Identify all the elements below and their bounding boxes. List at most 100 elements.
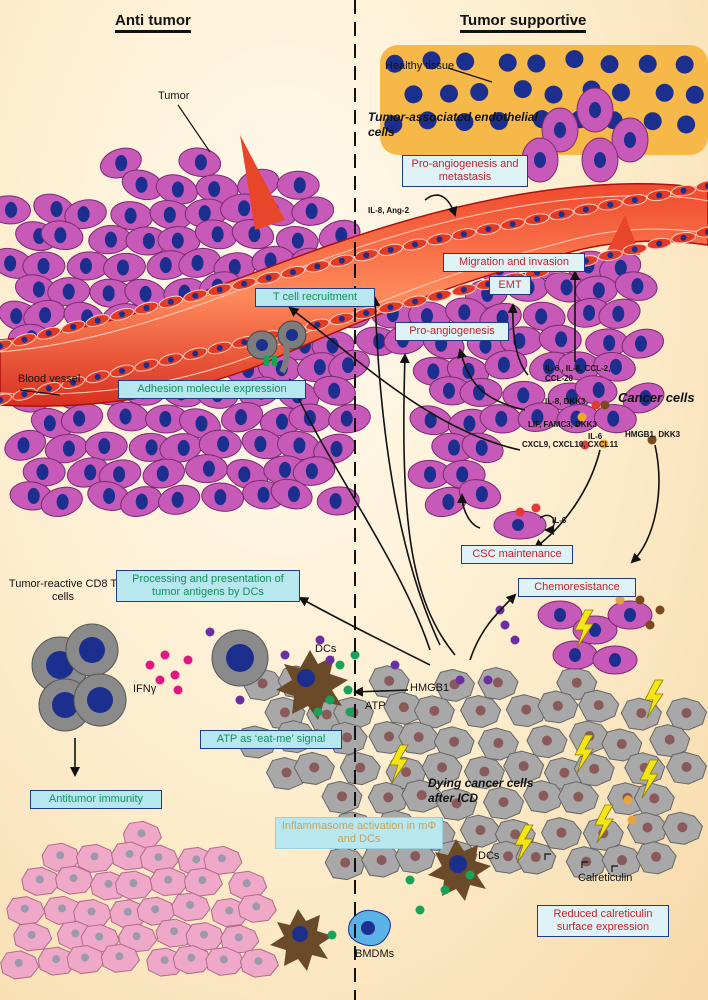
cytokine-dot: [205, 627, 215, 637]
tumor-cell: [574, 375, 618, 405]
endothelial-cell: [0, 393, 13, 407]
tumor-cell: [178, 247, 221, 278]
endothelial-cell: [427, 233, 452, 246]
tumor-cell: [275, 225, 319, 256]
tumor-cell: [409, 405, 453, 436]
healthy-cell-nucleus: [527, 54, 546, 73]
cytokine-dot: [655, 605, 665, 615]
endothelial-cell: [207, 283, 232, 296]
cytokine-dot: [390, 660, 400, 670]
tumor-cell: [592, 645, 638, 675]
tumor-cell: [567, 297, 610, 328]
endothelial-cell: [353, 249, 379, 262]
endothelial-cell: [61, 376, 86, 390]
tumor-cell: [184, 454, 228, 484]
tumor-cell: [313, 375, 356, 406]
tumor-cell: [576, 87, 614, 133]
endothelial-cell: [451, 283, 477, 296]
endothelial-cell: [549, 208, 574, 221]
cytokine-dot: [647, 435, 657, 445]
dying-cell: [477, 667, 519, 701]
endothelial-cell: [158, 353, 184, 366]
box-reduced-calreticulin: Reduced calreticulin surface expression: [537, 905, 669, 937]
endothelial-cell: [622, 194, 648, 206]
cytokine-dot: [235, 695, 245, 705]
endothelial-cell: [183, 289, 208, 303]
tumor-cell: [198, 429, 242, 459]
endothelial-cell: [12, 333, 37, 347]
cytokine-dot: [645, 620, 655, 630]
lightning-bolt: [389, 744, 409, 784]
tumor-cell: [270, 478, 313, 510]
antitumor-cell: [13, 922, 53, 952]
endothelial-cell: [183, 347, 208, 360]
cytokine-dot: [440, 885, 450, 895]
label-healthy-tissue: Healthy tissue: [385, 60, 455, 72]
tumor-cell: [316, 486, 360, 516]
cytokine-dots: [145, 400, 665, 940]
tumor-cell: [125, 226, 169, 256]
endothelial-cell: [329, 254, 355, 267]
dying-cell: [477, 727, 519, 761]
endothelial-cell: [402, 238, 428, 251]
antitumor-cell: [21, 866, 61, 896]
bmdm: [348, 909, 391, 947]
tumor-cell: [521, 137, 559, 183]
tumor-cell: [313, 433, 356, 465]
dying-cell: [482, 786, 525, 820]
dying-cell: [421, 751, 463, 785]
label-blood-vessel: Blood vessel: [18, 373, 81, 385]
dying-cell: [368, 720, 410, 755]
endothelial-cell: [402, 295, 428, 308]
tumor-cell: [458, 479, 502, 510]
antitumor-cell: [149, 867, 189, 897]
antitumor-cell: [114, 870, 154, 900]
cytokine-dot: [173, 685, 183, 695]
tumor-cell: [221, 401, 264, 433]
cytokine-dot: [615, 595, 625, 605]
tumor-cell: [195, 174, 239, 204]
endothelial-cell: [427, 289, 452, 302]
cytokine-dot: [325, 655, 335, 665]
dying-cell: [557, 781, 599, 815]
antitumor-tumor-cells: [0, 820, 280, 980]
cytokine-dot: [343, 685, 353, 695]
tumor-cell: [479, 404, 523, 434]
dying-cell: [578, 689, 620, 723]
tumor-cell: [276, 170, 320, 200]
mediator-cxcl: CXCL9, CXCL10, CXCL11: [522, 440, 619, 449]
tumor-cell: [502, 380, 546, 410]
tumor-cell: [88, 224, 132, 255]
antitumor-cell: [171, 892, 211, 922]
healthy-cell-nucleus: [565, 50, 584, 69]
endothelial-cell: [671, 184, 696, 197]
cytokine-dot: [627, 815, 637, 825]
cytokine-dot: [335, 660, 345, 670]
healthy-cell-nucleus: [456, 52, 475, 71]
antitumor-cell: [228, 870, 268, 900]
label-dcs-bottom: DCs: [478, 850, 500, 862]
cytokine-dot: [591, 400, 601, 410]
antitumor-cell: [183, 867, 223, 897]
dying-cell: [463, 756, 505, 790]
tumor-cell: [103, 252, 146, 283]
healthy-cell-nucleus: [675, 55, 694, 74]
endothelial-cell: [671, 232, 696, 244]
antitumor-cell: [239, 948, 280, 978]
tumor-cell: [110, 201, 154, 231]
tumor-cell: [40, 220, 84, 251]
tumor-cell: [484, 350, 528, 380]
cytokine-dot: [170, 670, 180, 680]
label-cd8: Tumor-reactive CD8 T cells: [8, 578, 118, 603]
dying-cell: [361, 844, 403, 878]
lightning-bolt: [644, 679, 664, 719]
header-tumor-supportive: Tumor supportive: [460, 12, 587, 33]
endothelial-cell: [36, 326, 61, 340]
cytokine-dot: [531, 503, 541, 513]
cytokine-dot: [183, 655, 193, 665]
tumor-cell: [142, 458, 186, 489]
antitumor-cell: [6, 896, 46, 926]
cytokine-dot: [515, 507, 525, 517]
tumor-cell: [557, 351, 601, 381]
